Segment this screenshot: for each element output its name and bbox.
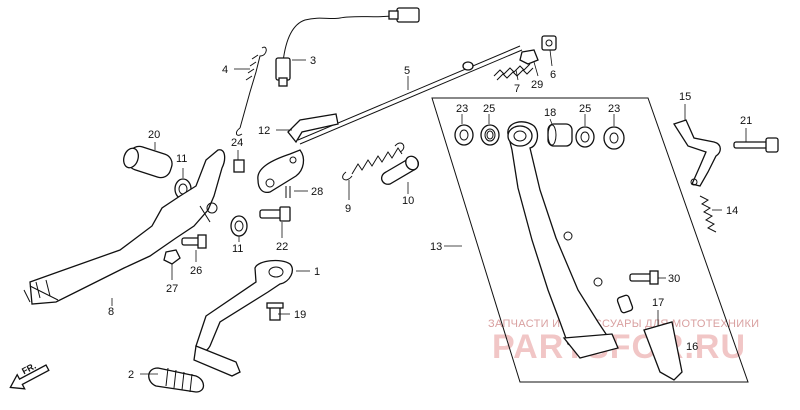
washer-lower bbox=[230, 215, 248, 237]
watermark-brand: PARTSFOR.RU bbox=[492, 328, 746, 366]
callout-28: 28 bbox=[311, 186, 323, 198]
side-stand-switch-sensor bbox=[275, 7, 420, 87]
callout-27: 27 bbox=[166, 283, 178, 295]
spring-collar bbox=[380, 155, 420, 185]
callout-14: 14 bbox=[726, 205, 738, 217]
brake-rod-nut bbox=[519, 49, 539, 65]
callout-18: 18 bbox=[544, 107, 556, 119]
shift-arm-bolt bbox=[266, 302, 284, 321]
pedal-nut bbox=[163, 249, 181, 265]
callout-19: 19 bbox=[294, 309, 306, 321]
callout-23-left: 23 bbox=[456, 103, 468, 115]
callout-23-right: 23 bbox=[608, 103, 620, 115]
side-stand-group-box bbox=[431, 97, 749, 383]
bracket-bolt bbox=[233, 159, 245, 173]
bracket-bolt-long bbox=[733, 137, 779, 153]
shift-pedal-rubber bbox=[148, 367, 205, 393]
callout-3: 3 bbox=[310, 55, 316, 67]
callout-17: 17 bbox=[652, 297, 664, 309]
callout-20: 20 bbox=[148, 129, 160, 141]
callout-30: 30 bbox=[668, 273, 680, 285]
wire-clamp-bracket bbox=[287, 113, 339, 144]
callout-24: 24 bbox=[231, 137, 243, 149]
flange-bolt bbox=[259, 206, 291, 222]
brake-return-spring-rod bbox=[235, 46, 267, 136]
callout-13: 13 bbox=[430, 241, 442, 253]
stand-washer-outer-right bbox=[603, 126, 625, 150]
callout-25-left: 25 bbox=[483, 103, 495, 115]
side-stand-plate bbox=[643, 321, 683, 381]
callout-9: 9 bbox=[345, 203, 351, 215]
front-direction-arrow: FR. bbox=[9, 361, 50, 390]
callout-29: 29 bbox=[531, 79, 543, 91]
stand-switch-bracket bbox=[673, 119, 721, 187]
brake-link-plate bbox=[257, 149, 305, 194]
callout-11-upper: 11 bbox=[176, 153, 187, 165]
leader-lines bbox=[111, 49, 747, 375]
callout-8: 8 bbox=[108, 306, 114, 318]
brake-rod-spring bbox=[493, 63, 534, 81]
callout-4: 4 bbox=[222, 64, 228, 76]
stand-dust-seal-left bbox=[480, 124, 500, 146]
callout-1: 1 bbox=[314, 266, 320, 278]
callout-10: 10 bbox=[402, 195, 414, 207]
callout-5: 5 bbox=[404, 65, 410, 77]
rear-brake-pedal bbox=[23, 149, 226, 305]
stand-switch-bolt bbox=[629, 270, 659, 285]
callout-26: 26 bbox=[190, 265, 202, 277]
callout-15: 15 bbox=[679, 91, 691, 103]
stand-dust-seal-right bbox=[575, 126, 595, 148]
callout-6: 6 bbox=[550, 69, 556, 81]
callout-11-lower: 11 bbox=[232, 243, 243, 255]
brake-arm-joint bbox=[541, 35, 557, 51]
stand-washer-outer-left bbox=[454, 124, 474, 146]
callout-22: 22 bbox=[276, 241, 288, 253]
callout-25-right: 25 bbox=[579, 103, 591, 115]
pivot-collar bbox=[123, 145, 173, 179]
cotter-pin bbox=[285, 186, 291, 198]
stand-stopper-rubber bbox=[616, 294, 634, 314]
callout-12: 12 bbox=[258, 125, 270, 137]
side-stand bbox=[507, 121, 619, 359]
side-stand-spring bbox=[342, 142, 405, 181]
pedal-bolt bbox=[181, 234, 207, 249]
shift-lever-rod bbox=[193, 345, 241, 377]
stand-switch-spring bbox=[699, 195, 717, 233]
callout-16: 16 bbox=[686, 341, 698, 353]
callout-7: 7 bbox=[514, 83, 520, 95]
callout-2: 2 bbox=[128, 369, 134, 381]
callout-21: 21 bbox=[740, 115, 752, 127]
watermark-tagline: ЗАПЧАСТИ И АКСЕССУАРЫ ДЛЯ МОТОТЕХНИКИ bbox=[488, 318, 759, 330]
stand-pivot-collar bbox=[547, 123, 573, 147]
